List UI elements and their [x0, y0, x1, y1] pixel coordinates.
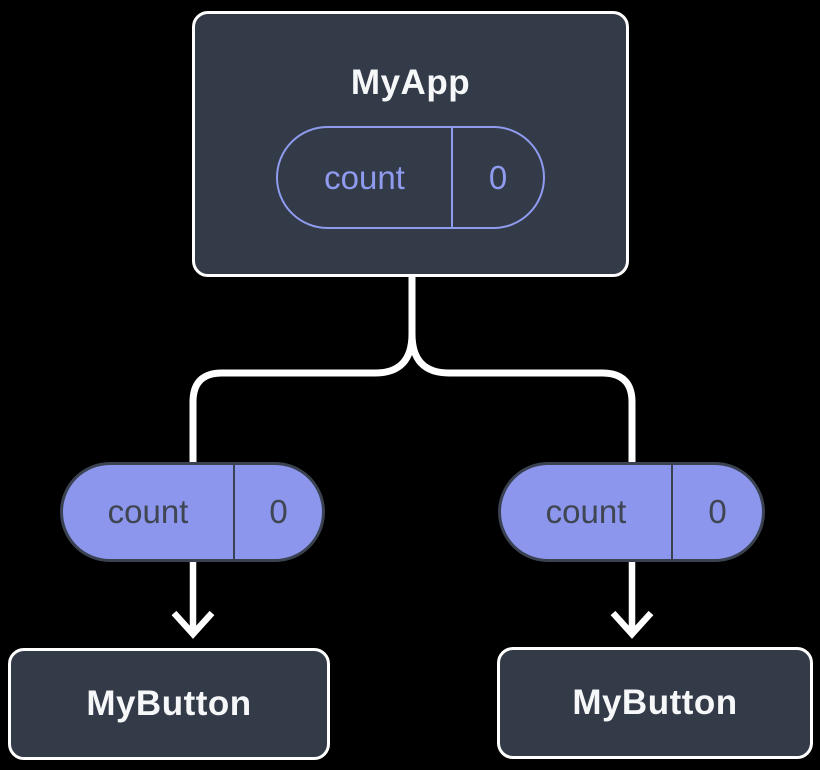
- root-state-pill: count 0: [276, 126, 545, 229]
- right-mybutton-title: MyButton: [572, 683, 738, 722]
- left-mybutton-title: MyButton: [86, 684, 252, 723]
- right-prop-pill: count 0: [498, 462, 765, 562]
- right-down-arrowhead-icon: [610, 610, 654, 639]
- root-to-left-branch-connector: [189, 333, 416, 466]
- left-prop-value: 0: [269, 493, 288, 530]
- left-prop-pill: count 0: [60, 462, 325, 562]
- left-down-arrowhead-icon: [171, 610, 215, 639]
- left-mybutton-node: MyButton: [8, 648, 330, 760]
- root-state-name: count: [278, 128, 453, 227]
- right-prop-value: 0: [708, 493, 727, 530]
- left-prop-name: count: [63, 465, 235, 559]
- root-to-right-branch-connector: [408, 333, 636, 466]
- myapp-node: MyApp count 0: [192, 11, 629, 277]
- right-prop-name: count: [501, 465, 673, 559]
- right-mybutton-node: MyButton: [497, 647, 813, 759]
- myapp-title: MyApp: [350, 63, 471, 102]
- root-state-value: 0: [488, 158, 508, 196]
